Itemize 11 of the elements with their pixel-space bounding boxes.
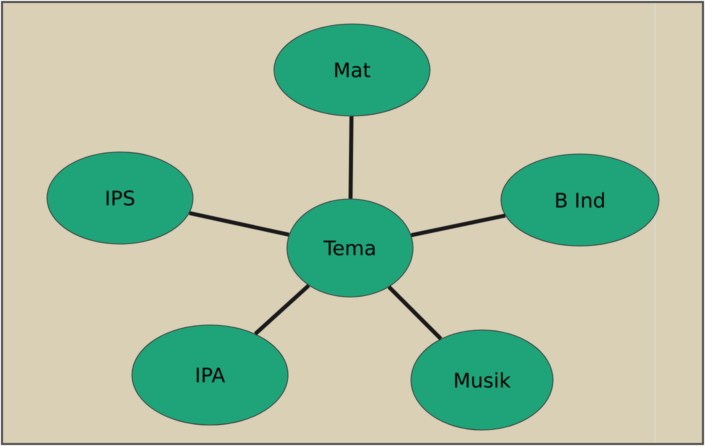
ellipse-node: Mat xyxy=(274,24,430,116)
connector-line xyxy=(348,116,354,199)
connector-line xyxy=(254,284,310,336)
connector-line xyxy=(410,214,506,238)
ellipse-node: Musik xyxy=(410,330,554,430)
ellipse-node: Tema xyxy=(286,198,414,298)
connector-line xyxy=(388,286,442,340)
ellipse-node: B Ind xyxy=(500,154,660,246)
connector-line xyxy=(188,211,290,237)
ellipse-node: IPA xyxy=(132,324,288,426)
ellipse-node: IPS xyxy=(46,152,194,244)
